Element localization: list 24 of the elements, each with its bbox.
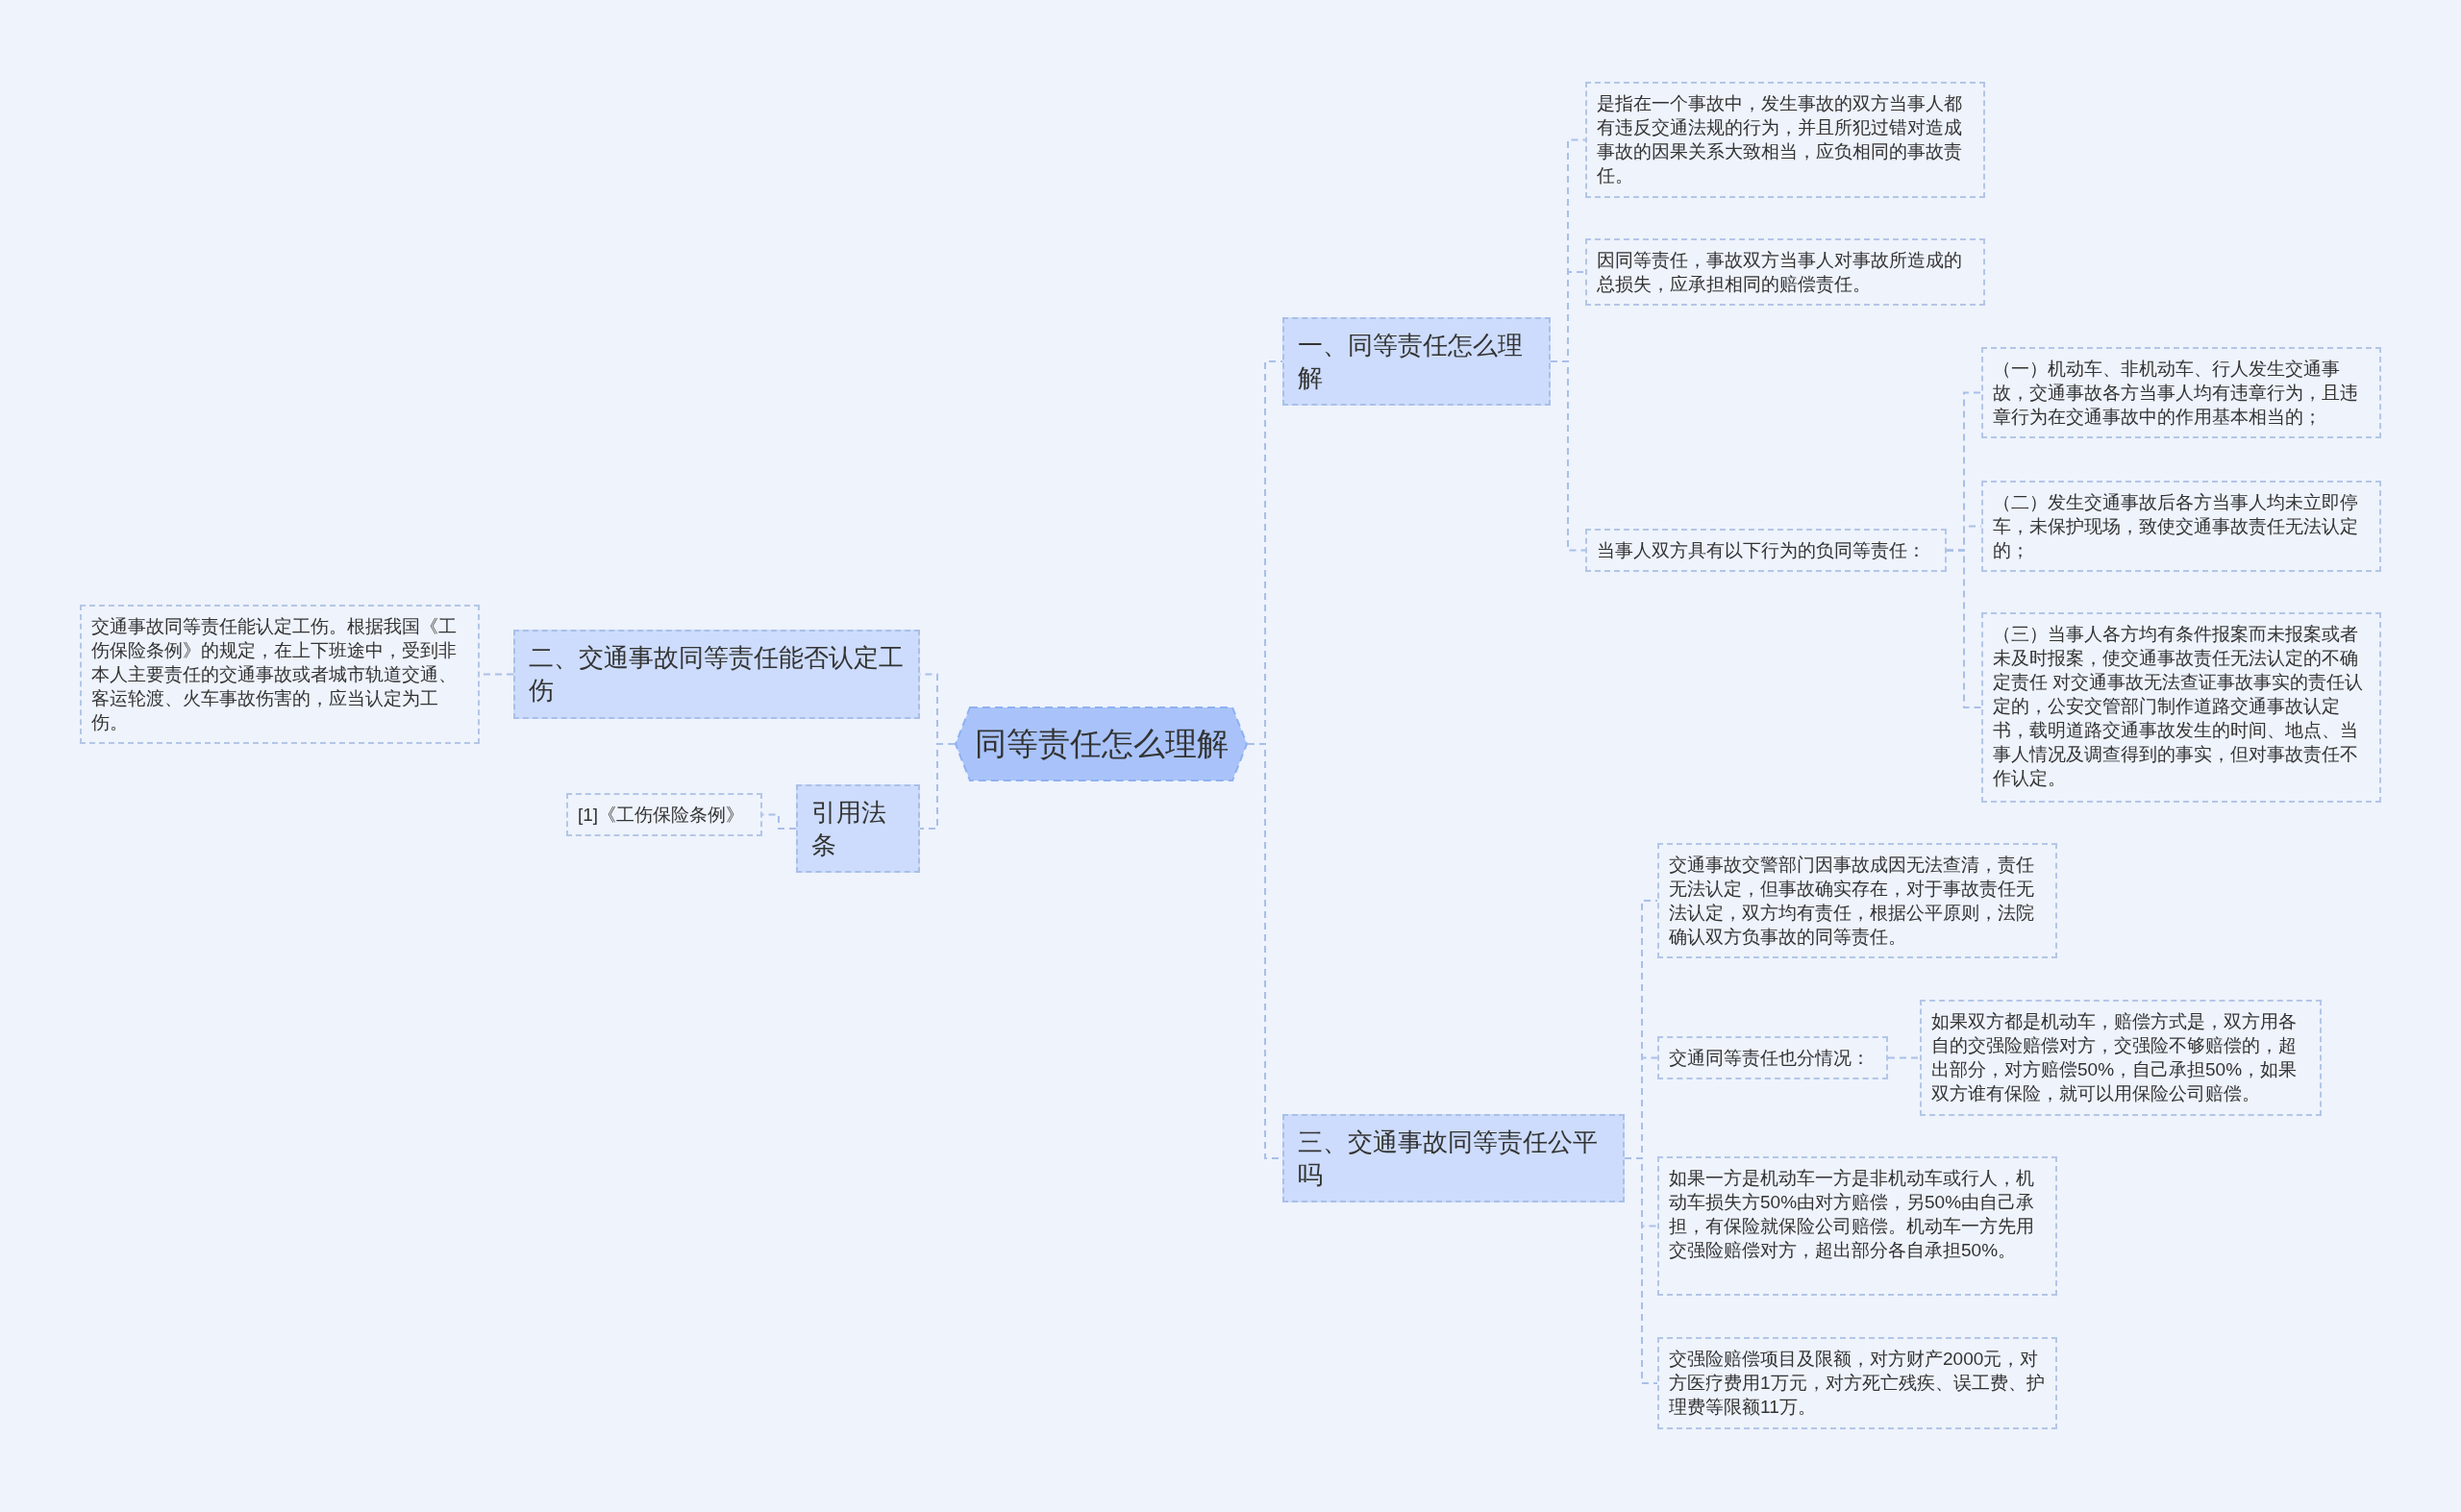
text-box: 交通事故交警部门因事故成因无法查清，责任无法认定，但事故确实存在，对于事故责任无法认定，双方均有责任，根据公平原则，法院确认双方负事故的同等责任。 bbox=[1657, 843, 2057, 958]
topic-box: 二、交通事故同等责任能否认定工伤 bbox=[513, 630, 920, 719]
text-box: （二）发生交通事故后各方当事人均未立即停车，未保护现场，致使交通事故责任无法认定的； bbox=[1981, 481, 2381, 572]
text-box: 是指在一个事故中，发生事故的双方当事人都有违反交通法规的行为，并且所犯过错对造成事故的因果关系大致相当，应负相同的事故责任。 bbox=[1585, 82, 1985, 198]
text-box: 当事人双方具有以下行为的负同等责任： bbox=[1585, 529, 1947, 572]
text-box: [1]《工伤保险条例》 bbox=[566, 793, 762, 836]
topic-box: 一、同等责任怎么理解 bbox=[1282, 317, 1551, 406]
connector-line bbox=[1946, 549, 1982, 708]
connector-line bbox=[1550, 360, 1586, 552]
topic-box: 引用法条 bbox=[796, 784, 920, 873]
text-box: 交强险赔偿项目及限额，对方财产2000元，对方医疗费用1万元，对方死亡残疾、误工费、护理费等限额11万。 bbox=[1657, 1337, 2057, 1429]
text-box: 如果双方都是机动车，赔偿方式是，双方用各自的交强险赔偿对方，交强险不够赔偿的，超出部分，对方赔偿50%，自己承担50%，如果双方谁有保险，就可以用保险公司赔偿。 bbox=[1920, 1000, 2322, 1116]
connector-line bbox=[919, 743, 956, 830]
text-box: 如果一方是机动车一方是非机动车或行人，机动车损失方50%由对方赔偿，另50%由自己承担，有保险就保险公司赔偿。机动车一方先用交强险赔偿对方，超出部分各自承担50%。 bbox=[1657, 1156, 2057, 1296]
connector-line bbox=[761, 813, 797, 830]
connector-line bbox=[1887, 1056, 1921, 1059]
text-box: （三）当事人各方均有条件报案而未报案或者未及时报案，使交通事故责任无法认定的不确定责任 对交通事故无法查证事故事实的责任认定的，公安交管部门制作道路交通事故认定书，载明道路交通事故发生的时间、地点、当事人情况及调查得到的事实，但对事故责任不作认定。 bbox=[1981, 612, 2381, 803]
text-box: 因同等责任，事故双方当事人对事故所造成的总损失，应承担相同的赔偿责任。 bbox=[1585, 238, 1985, 306]
text-box: 交通同等责任也分情况： bbox=[1657, 1036, 1888, 1079]
text-box: 交通事故同等责任能认定工伤。根据我国《工伤保险条例》的规定，在上下班途中，受到非本人主要责任的交通事故或者城市轨道交通、客运轮渡、火车事故伤害的，应当认定为工伤。 bbox=[80, 605, 480, 744]
central-topic: 同等责任怎么理解 bbox=[955, 706, 1248, 781]
topic-box: 三、交通事故同等责任公平吗 bbox=[1282, 1114, 1625, 1202]
text-box: （一）机动车、非机动车、行人发生交通事故，交通事故各方当事人均有违章行为，且违章行为在交通事故中的作用基本相当的； bbox=[1981, 347, 2381, 438]
connector-line bbox=[1624, 1157, 1658, 1384]
